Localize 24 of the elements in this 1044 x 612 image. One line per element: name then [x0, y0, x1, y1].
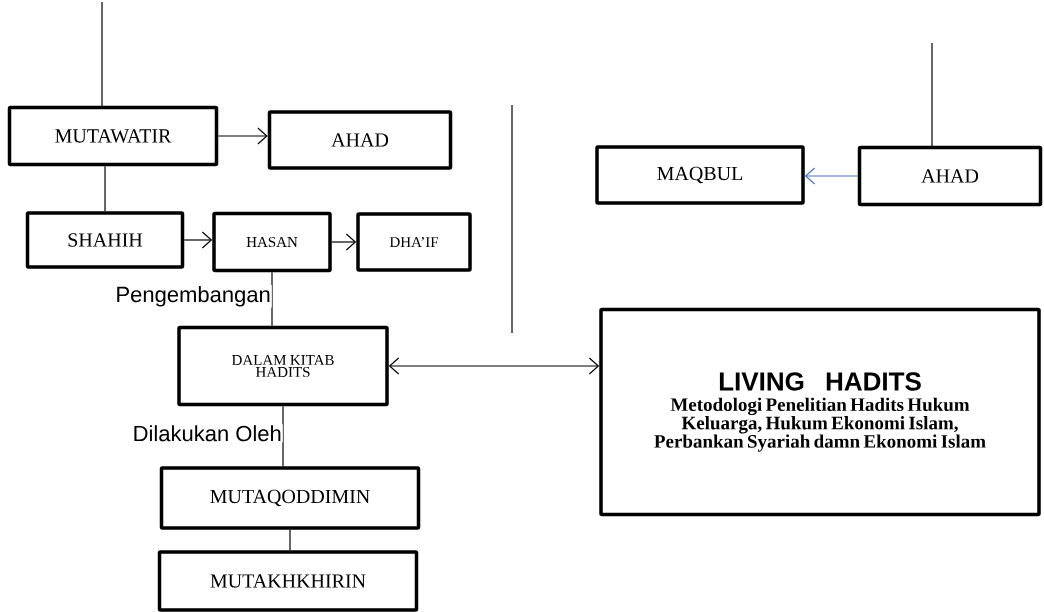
- process-box: DALAM KITAB HADITS: [177, 325, 389, 407]
- arrow: [217, 127, 268, 145]
- arrow: [804, 167, 859, 185]
- connector-line: [289, 529, 291, 551]
- process-box: HASAN: [212, 211, 332, 273]
- connector-line: [101, 1, 103, 109]
- text-box: LIVING HADITS Metodologi Penelitian Hadits Hukum Keluarga, Hukum Ekonomi Islam, Perbankan Syariah damn Ekonomi Islam: [599, 307, 1041, 517]
- process-box: AHAD: [857, 145, 1043, 207]
- edge-label: Dilakukan Oleh: [131, 424, 283, 443]
- process-box: AHAD: [267, 110, 453, 170]
- process-box: MUTAQODDIMIN: [159, 466, 421, 530]
- process-box: DHA’IF: [356, 212, 472, 272]
- process-box: MUTAWATIR: [7, 105, 219, 167]
- connector-line: [104, 165, 106, 212]
- process-box: MAQBUL: [595, 145, 805, 205]
- connector-line: [931, 42, 933, 149]
- connector-line: [271, 271, 273, 327]
- connector-line: [282, 405, 284, 467]
- edge-label: Pengembangan: [114, 285, 272, 308]
- arrow: [388, 357, 600, 375]
- arrow: [183, 231, 213, 249]
- process-box: MUTAKHKHIRIN: [157, 550, 419, 612]
- arrow: [331, 233, 357, 251]
- process-box: SHAHIH: [25, 211, 185, 269]
